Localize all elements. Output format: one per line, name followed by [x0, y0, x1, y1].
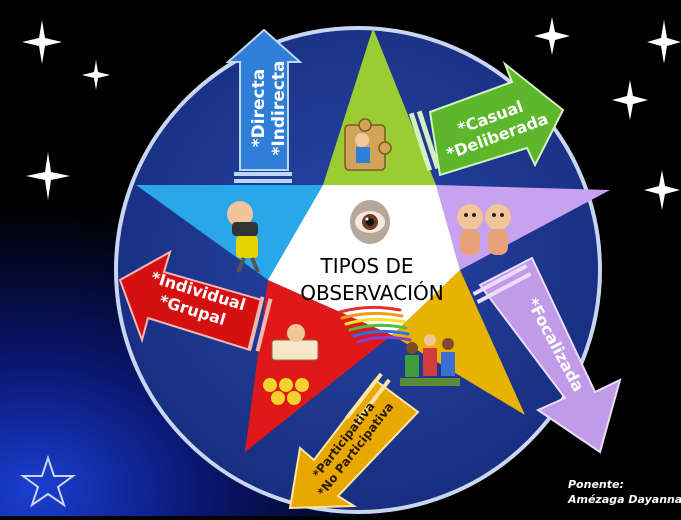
puzzle-icon: [344, 118, 392, 171]
title: TIPOS DE OBSERVACIÓN: [300, 254, 444, 305]
eye-icon: [350, 200, 390, 244]
arrow-text-top-left: *Directa *Indirecta: [249, 61, 289, 156]
credit-label: Ponente:: [568, 478, 624, 491]
rainbow-icon: [338, 305, 412, 344]
arrow-top-right: [408, 60, 565, 177]
children-group-icon: [400, 334, 460, 386]
star-point-bottom-right: [392, 270, 525, 415]
label-directa: *Directa: [249, 69, 269, 147]
title-line-1: TIPOS DE: [319, 254, 413, 278]
arrow-right: [472, 256, 622, 454]
binoculars-man-icon: [227, 201, 260, 273]
title-line-2: OBSERVACIÓN: [300, 281, 444, 305]
arrow-top-left: [225, 28, 303, 183]
outline-star-icon: [19, 454, 77, 508]
credit: Ponente: Amézaga Dayanna: [567, 478, 681, 506]
sparkle-icon: [22, 17, 681, 210]
arrow-left: [118, 249, 273, 352]
label-indirecta: *Indirecta: [269, 61, 289, 156]
star-center: [268, 185, 460, 335]
reading-kids-icon: [263, 324, 319, 405]
star-point-left: [136, 185, 323, 280]
arrow-bottom: [288, 372, 420, 510]
credit-name: Amézaga Dayanna: [567, 493, 681, 506]
babies-icon: [457, 204, 511, 255]
